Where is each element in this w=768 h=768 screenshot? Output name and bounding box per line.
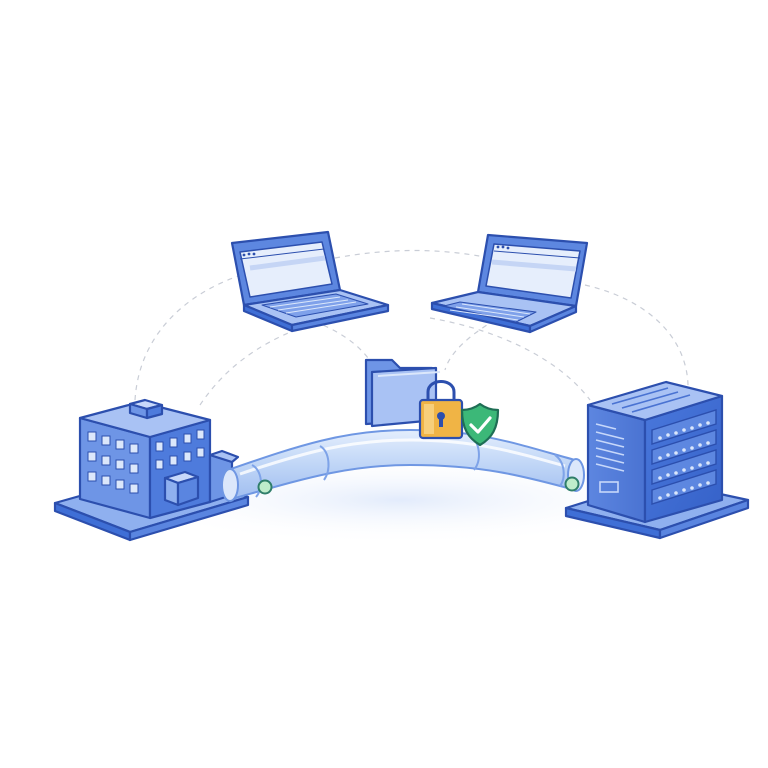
secure-tunnel bbox=[221, 428, 585, 502]
connection-node-left bbox=[257, 479, 273, 495]
dashed-link-top bbox=[334, 249, 491, 259]
tunnel-ring bbox=[554, 454, 565, 487]
tunnel-highlight bbox=[239, 438, 566, 476]
dashed-link-building-laptop bbox=[199, 327, 301, 406]
shield-check-icon bbox=[460, 402, 500, 447]
tunnel-ring bbox=[319, 445, 330, 481]
building-windows-front bbox=[87, 431, 139, 494]
building-roof bbox=[78, 400, 212, 439]
tunnel-cap-left bbox=[221, 468, 239, 502]
connection-node-right bbox=[564, 476, 580, 492]
dashed-link-folder-server bbox=[429, 317, 591, 401]
laptop-icon bbox=[230, 230, 390, 333]
server-top-vents bbox=[611, 387, 691, 413]
dashed-link-right-outer bbox=[584, 284, 689, 393]
office-building-icon bbox=[53, 398, 250, 542]
server-top bbox=[586, 380, 724, 422]
server-led-rows bbox=[658, 421, 710, 500]
tunnel-ring bbox=[251, 464, 262, 498]
dashed-link-left-laptop-folder bbox=[304, 317, 369, 359]
building-windows-side bbox=[155, 429, 205, 470]
dashed-link-right-laptop-folder bbox=[444, 319, 496, 371]
laptop-icon bbox=[430, 233, 589, 334]
server-side-vents bbox=[595, 423, 625, 493]
